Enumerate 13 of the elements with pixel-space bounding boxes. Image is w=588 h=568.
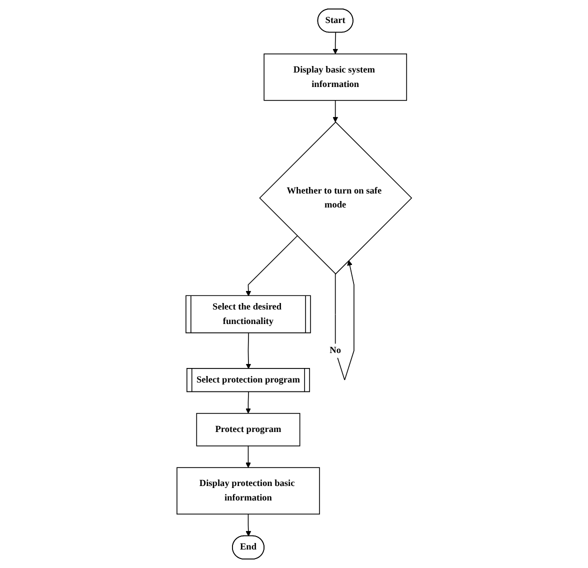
arrow <box>332 32 338 54</box>
arrow <box>332 100 338 122</box>
arrow <box>334 260 354 380</box>
arrow <box>245 332 251 369</box>
node-box: Display protection basic information <box>176 467 320 514</box>
node-box: Display basic system information <box>263 54 407 101</box>
edge-label: No <box>329 346 341 356</box>
arrow <box>245 514 251 536</box>
node-box: Protect program <box>196 412 300 446</box>
arrow <box>245 236 298 296</box>
arrow <box>245 446 251 468</box>
arrow <box>245 392 251 414</box>
node-diamond: Whether to turn on safe mode <box>258 122 412 274</box>
